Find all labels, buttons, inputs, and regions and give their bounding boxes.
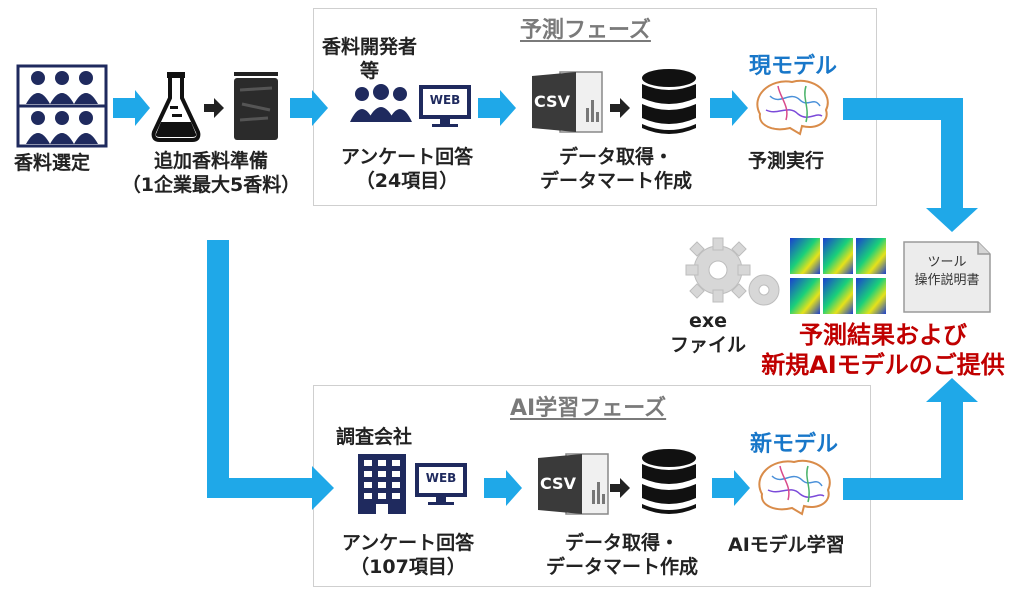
- result-delivery-label: 予測結果および 新規AIモデルのご提供: [752, 320, 1014, 380]
- prep-label-line1: 追加香料準備: [153, 150, 268, 172]
- manual-label-line2: 操作説明書: [914, 272, 980, 288]
- arrow-db-to-model-bottom: [712, 470, 750, 506]
- manual-label: ツール 操作説明書: [902, 254, 992, 289]
- prediction-heatmap-grid: [790, 238, 886, 314]
- prep-label: 追加香料準備 （1企業最大5香料）: [116, 150, 306, 198]
- developer-label-line1: 香料開発者: [322, 36, 418, 58]
- fragrance-select-label: 香料選定: [14, 152, 91, 174]
- web-label-bottom: WEB: [425, 471, 457, 485]
- database-icon-bottom: [642, 449, 696, 514]
- arrow-web-to-csv-top: [478, 90, 516, 126]
- survey-label-bottom: アンケート回答 （107項目）: [330, 532, 486, 580]
- result-delivery-line1: 予測結果および: [799, 321, 967, 349]
- csv-label: CSV: [534, 92, 570, 111]
- new-model-label: 新モデル: [750, 432, 839, 457]
- survey-label-bottom-line2: （107項目）: [350, 555, 466, 578]
- data-label-bottom-line2: データマート作成: [545, 555, 698, 578]
- arrow-db-to-model-top: [710, 90, 748, 126]
- brain-icon-bottom: [758, 459, 831, 516]
- survey-label-bottom-line1: アンケート回答: [341, 532, 475, 554]
- database-icon: [642, 69, 696, 134]
- heatmap-tile: [856, 278, 886, 314]
- black-arrow-flask-to-bag: [204, 98, 224, 118]
- survey-company-label: 調査会社: [336, 426, 413, 448]
- web-label: WEB: [429, 93, 461, 107]
- building-icon: [358, 454, 406, 514]
- data-label-top-line1: データ取得・: [558, 146, 673, 168]
- arrow-model-to-output-bottom: [843, 378, 978, 500]
- prep-label-line2: （1企業最大5香料）: [121, 173, 301, 196]
- heatmap-tile: [790, 278, 820, 314]
- arrow-select-to-prep: [113, 90, 150, 126]
- gears-icon: [685, 237, 780, 306]
- black-arrow-csv-to-db-top: [610, 98, 630, 118]
- data-label-bottom-line1: データ取得・: [564, 532, 679, 554]
- csv-file-icon: CSV: [530, 70, 604, 134]
- arrow-prep-to-developer: [290, 90, 328, 126]
- ai-phase-title: AI学習フェーズ: [510, 396, 667, 421]
- manual-label-line1: ツール: [927, 255, 967, 270]
- csv-file-icon-bottom: CSV: [536, 452, 610, 516]
- exe-label-line2: ファイル: [669, 333, 746, 356]
- data-label-top: データ取得・ データマート作成: [526, 146, 706, 194]
- survey-label-top-line2: （24項目）: [355, 169, 459, 192]
- manual-document-icon: ツール 操作説明書: [902, 240, 992, 314]
- data-label-bottom: データ取得・ データマート作成: [532, 532, 712, 580]
- developer-label: 香料開発者 等: [322, 36, 417, 84]
- brain-icon: [756, 79, 829, 136]
- current-model-label: 現モデル: [749, 54, 838, 79]
- exe-label-line1: exe: [688, 310, 728, 332]
- heatmap-tile: [856, 238, 886, 274]
- prediction-run-label: 予測実行: [748, 150, 825, 172]
- data-label-top-line2: データマート作成: [539, 169, 692, 192]
- heatmap-tile: [823, 278, 853, 314]
- web-monitor-icon: WEB: [418, 84, 472, 128]
- prediction-phase-title: 予測フェーズ: [520, 18, 651, 43]
- arrow-prep-to-ai-phase: [207, 240, 334, 510]
- survey-label-top-line1: アンケート回答: [340, 146, 474, 168]
- exe-label: exe ファイル: [668, 310, 748, 358]
- flask-icon: [151, 72, 201, 142]
- heatmap-tile: [823, 238, 853, 274]
- black-arrow-csv-to-db-bottom: [610, 478, 630, 498]
- developer-label-line2: 等: [360, 59, 380, 82]
- heatmap-tile: [790, 238, 820, 274]
- arrow-model-to-output: [843, 98, 978, 232]
- arrow-web-to-csv-bottom: [484, 470, 522, 506]
- csv-label-bottom: CSV: [540, 474, 576, 493]
- group-people-icon: [16, 64, 108, 148]
- survey-label-top: アンケート回答 （24項目）: [330, 146, 484, 194]
- sample-bag-icon: [234, 72, 278, 140]
- ai-model-learn-label: AIモデル学習: [728, 534, 845, 556]
- developer-people-icon: [350, 84, 412, 122]
- web-monitor-icon-bottom: WEB: [414, 462, 468, 506]
- result-delivery-line2: 新規AIモデルのご提供: [761, 351, 1005, 379]
